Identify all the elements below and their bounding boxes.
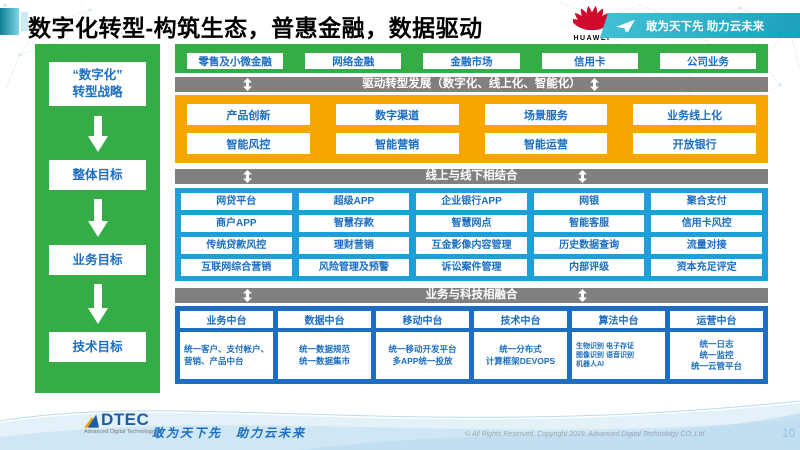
down-arrow-icon — [35, 116, 160, 152]
platform-items: 统一移动开发平台 多APP统一投放 — [376, 332, 469, 379]
service-cell: 超级APP — [298, 193, 410, 210]
adtec-logo: DTEC Advanced Digital Technology — [84, 410, 155, 435]
service-cell: 互联网综合营销 — [181, 259, 292, 276]
service-cell: 历史数据查询 — [533, 237, 645, 254]
service-cell: 内部评级 — [533, 259, 645, 276]
platform-title: 技术中台 — [474, 311, 567, 328]
business-line-cell: 网络金融 — [305, 53, 402, 69]
paper-plane-icon — [615, 19, 636, 33]
service-cell: 传统贷款风控 — [181, 237, 292, 254]
double-arrow-icon — [243, 78, 253, 96]
platform-items: 生物识别 电子存证 图像识别 语音识别 机器人AI — [572, 332, 665, 379]
service-cell: 风险管理及预警 — [298, 259, 410, 276]
page-number: 10 — [782, 426, 796, 440]
transform-cell: 开放银行 — [633, 133, 756, 154]
down-arrow-icon — [35, 199, 160, 237]
platform-column-operations: 运营中台 统一日志 统一监控 统一云管平台 — [670, 311, 763, 379]
transform-cell: 业务线上化 — [633, 104, 756, 125]
service-cell: 互金影像内容管理 — [416, 237, 527, 254]
platform-items: 统一日志 统一监控 统一云管平台 — [670, 332, 763, 379]
business-line-cell: 零售及小微金融 — [187, 53, 284, 69]
service-cell: 信用卡风控 — [651, 215, 762, 232]
strategy-sidebar: “数字化” 转型战略 整体目标 业务目标 技术目标 — [35, 44, 160, 393]
service-cell: 网贷平台 — [181, 193, 292, 210]
transform-cell: 智能风控 — [187, 133, 310, 154]
header-slogan-text: 敢为天下先 助力云未来 — [645, 20, 765, 33]
header-slogan-banner: 敢为天下先 助力云未来 — [599, 13, 800, 38]
platform-title: 业务中台 — [180, 311, 273, 328]
service-cell: 资本充足评定 — [651, 259, 762, 276]
sidebar-item-overall-goal: 整体目标 — [49, 160, 146, 190]
platform-column-business: 业务中台 统一客户、支付帐户、营销、产品中台 — [180, 311, 273, 379]
service-cell: 诉讼案件管理 — [416, 259, 527, 276]
business-line-cell: 公司业务 — [659, 53, 757, 69]
transformation-band: 产品创新 数字渠道 场景服务 业务线上化 智能风控 智能营销 智能运营 开放银行 — [175, 95, 768, 163]
double-arrow-icon — [590, 78, 600, 96]
banner-text: 线上与线下相结合 — [425, 170, 518, 182]
service-cell: 网银 — [533, 193, 645, 210]
double-arrow-icon — [243, 170, 253, 188]
footer-slogan: 敢为天下先 助力云未来 — [152, 426, 307, 440]
transform-cell: 数字渠道 — [335, 104, 459, 125]
double-arrow-icon — [243, 289, 253, 307]
platform-title: 数据中台 — [278, 311, 371, 328]
sidebar-item-business-goal: 业务目标 — [49, 245, 146, 275]
platform-title: 运营中台 — [670, 311, 763, 328]
service-cell: 智慧存款 — [298, 215, 410, 232]
banner-business-tech: 业务与科技相融合 — [175, 288, 768, 303]
platform-items: 统一客户、支付帐户、营销、产品中台 — [180, 332, 273, 379]
platform-items: 统一数据规范 统一数据集市 — [278, 332, 371, 379]
banner-drive-transformation: 驱动转型发展（数字化、线上化、智能化） — [175, 77, 768, 92]
business-line-cell: 金融市场 — [423, 53, 520, 69]
business-line-cell: 信用卡 — [541, 53, 638, 69]
banner-text: 驱动转型发展（数字化、线上化、智能化） — [362, 78, 581, 90]
service-cell: 流量对接 — [651, 237, 762, 254]
footer-copyright: © All Rights Reserved. Copyright 2019. A… — [465, 431, 705, 438]
service-cell: 商户APP — [181, 215, 292, 232]
transform-cell: 产品创新 — [187, 104, 310, 125]
down-arrow-icon — [35, 284, 160, 324]
adtec-wordmark: DTEC — [101, 410, 150, 429]
platforms-band: 业务中台 统一客户、支付帐户、营销、产品中台 数据中台 统一数据规范 统一数据集… — [175, 306, 768, 384]
platform-column-mobile: 移动中台 统一移动开发平台 多APP统一投放 — [376, 311, 469, 379]
adtec-caption: Advanced Digital Technology — [84, 429, 155, 435]
business-lines-band: 零售及小微金融 网络金融 金融市场 信用卡 公司业务 — [175, 44, 768, 73]
service-cell: 理财营销 — [298, 237, 410, 254]
page-title: 数字化转型-构筑生态，普惠金融，数据驱动 — [28, 15, 483, 41]
platform-column-data: 数据中台 统一数据规范 统一数据集市 — [278, 311, 371, 379]
double-arrow-icon — [578, 170, 588, 188]
sidebar-item-strategy: “数字化” 转型战略 — [49, 62, 146, 106]
adtec-logo-icon — [84, 414, 99, 428]
sidebar-item-tech-goal: 技术目标 — [49, 332, 146, 362]
service-cell: 智能客服 — [533, 215, 645, 232]
platform-items: 统一分布式 计算框架DEVOPS — [474, 332, 567, 379]
transform-cell: 智能营销 — [335, 133, 459, 154]
transform-cell: 智能运营 — [484, 133, 608, 154]
platform-title: 算法中台 — [572, 311, 665, 328]
service-cell: 企业银行APP — [416, 193, 527, 210]
platform-column-algorithm: 算法中台 生物识别 电子存证 图像识别 语音识别 机器人AI — [572, 311, 665, 379]
banner-online-offline: 线上与线下相结合 — [175, 169, 768, 184]
service-cell: 智慧网点 — [416, 215, 527, 232]
service-cell: 聚合支付 — [651, 193, 762, 210]
platform-title: 移动中台 — [376, 311, 469, 328]
transform-cell: 场景服务 — [484, 104, 608, 125]
banner-text: 业务与科技相融合 — [425, 289, 518, 301]
title-accent-bar-light — [21, 12, 28, 31]
huawei-logo: HUAWEI — [570, 2, 614, 42]
platform-column-tech: 技术中台 统一分布式 计算框架DEVOPS — [474, 311, 567, 379]
title-accent-bar — [0, 8, 19, 35]
huawei-wordmark: HUAWEI — [573, 35, 611, 42]
online-services-band: 网贷平台 超级APP 企业银行APP 网银 聚合支付 商户APP 智慧存款 智慧… — [175, 188, 768, 281]
huawei-flower-icon — [570, 6, 614, 31]
double-arrow-icon — [578, 289, 588, 307]
